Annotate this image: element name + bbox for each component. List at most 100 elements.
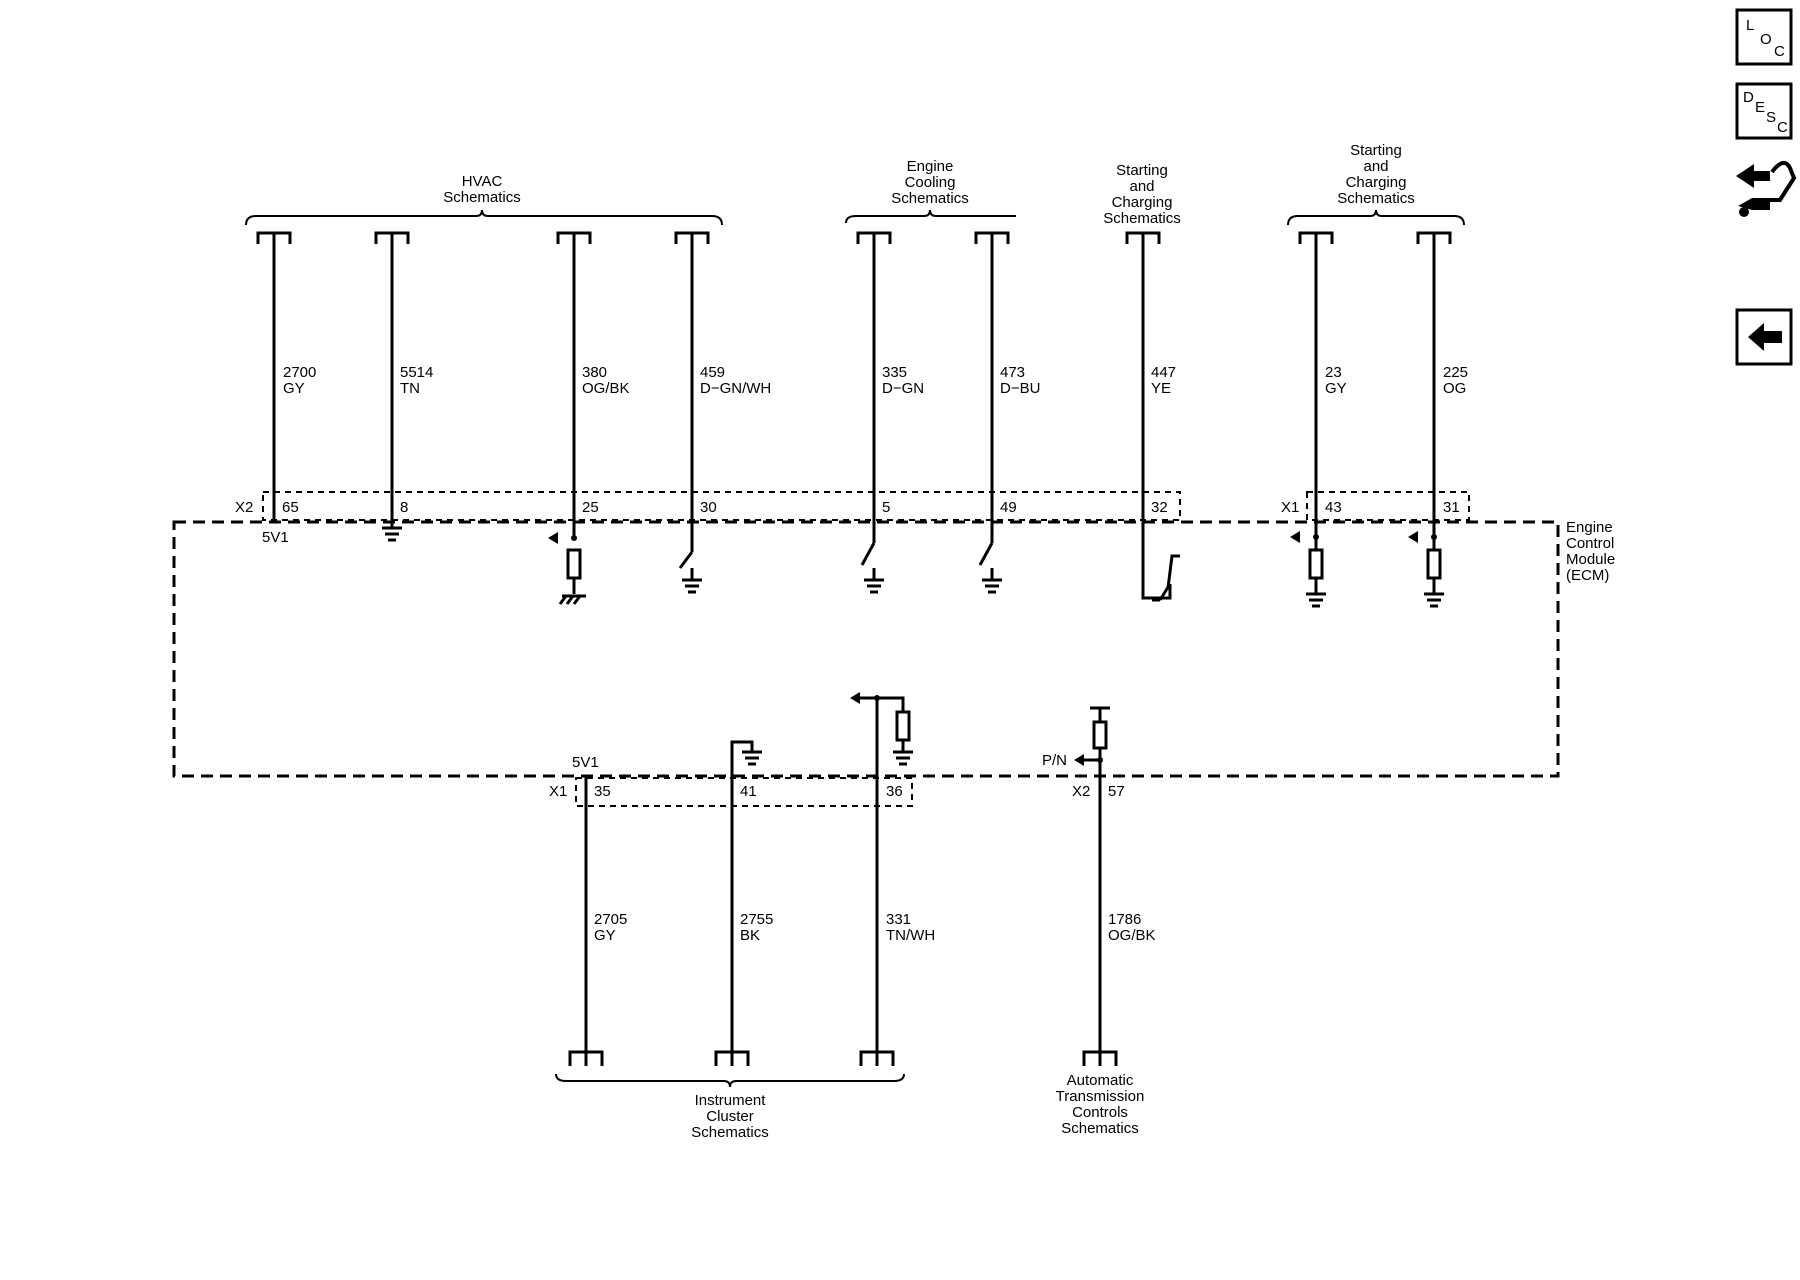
connector-x2-top: [262, 491, 1181, 521]
pin-number: 31: [1443, 499, 1460, 516]
wire-circuit-number: 2705: [594, 911, 627, 928]
pin-number: 35: [594, 783, 611, 800]
group-label-line: Automatic: [1067, 1072, 1134, 1089]
top-terminals: [256, 231, 1452, 244]
ecm-label: Engine Control Module (ECM): [1566, 519, 1615, 584]
reference-label-pn: P/N: [1042, 752, 1067, 769]
connector-label-x1: X1: [1281, 499, 1299, 516]
signal-arrow: [548, 532, 558, 544]
group-label-line: Transmission: [1056, 1088, 1145, 1105]
back-arrow-icon[interactable]: [1735, 308, 1793, 366]
wire-color-code: TN: [400, 380, 420, 397]
group-bracket: [1287, 209, 1465, 226]
desc-letter: C: [1777, 119, 1788, 136]
ground-symbol: [382, 526, 402, 542]
signal-arrow: [1408, 531, 1418, 543]
group-bracket: [555, 1073, 905, 1088]
resistor-symbol: [566, 548, 582, 580]
loc-button[interactable]: L O C: [1735, 8, 1793, 66]
ecm-module-boundary: [172, 520, 1560, 778]
module-label-line: Module: [1566, 551, 1615, 568]
group-label-line: Starting: [1116, 162, 1168, 179]
ecm-internal-bottom: 5V1 P/N: [572, 692, 1110, 806]
connector-label-x1: X1: [549, 783, 567, 800]
connector-label-x2: X2: [235, 499, 253, 516]
wire: [1141, 233, 1172, 600]
wire-color-code: OG/BK: [582, 380, 630, 397]
bottom-wire-lines: [568, 698, 1118, 1066]
automatic-transmission-schematics-group[interactable]: Automatic Transmission Controls Schemati…: [1056, 1072, 1145, 1137]
wire-circuit-number: 2700: [283, 364, 316, 381]
top-wire-labels: 2700 GY 5514 TN 380 OG/BK 459 D−GN/WH 33…: [283, 364, 1468, 397]
engine-cooling-schematics-group[interactable]: Engine Cooling Schematics: [845, 158, 1016, 224]
pin-number: 43: [1325, 499, 1342, 516]
loc-letter: C: [1774, 43, 1785, 60]
pin-number: 65: [282, 499, 299, 516]
connector-x1-top: [1306, 491, 1470, 521]
starting-charging-schematics-group-2[interactable]: Starting and Charging Schematics: [1287, 142, 1465, 226]
wire-circuit-number: 1786: [1108, 911, 1141, 928]
hvac-schematics-group[interactable]: HVAC Schematics: [245, 173, 723, 226]
supply-symbol: [1090, 706, 1110, 722]
group-label-line: Schematics: [1061, 1120, 1139, 1137]
resistor-symbol: [895, 710, 911, 742]
resistor-symbol: [1092, 720, 1108, 750]
ecm-internal-top: 5V1: [262, 526, 1444, 608]
terminal: [568, 1050, 604, 1066]
terminal: [714, 1050, 750, 1066]
starting-charging-schematics-group-1[interactable]: Starting and Charging Schematics: [1103, 162, 1181, 227]
group-label-line: Charging: [1346, 174, 1407, 191]
pin-number: 30: [700, 499, 717, 516]
switch-contact: [678, 551, 694, 569]
module-label-line: Control: [1566, 535, 1614, 552]
group-label-line: Schematics: [1103, 210, 1181, 227]
wire-color-code: OG: [1443, 380, 1466, 397]
group-label-line: Starting: [1350, 142, 1402, 159]
wire-circuit-number: 2755: [740, 911, 773, 928]
wire-circuit-number: 380: [582, 364, 607, 381]
ground-symbol: [982, 578, 1002, 594]
reference-label-5v1: 5V1: [572, 754, 599, 771]
signal-arrow: [850, 692, 860, 704]
group-label-line: Schematics: [1337, 190, 1415, 207]
wire-color-code: GY: [1325, 380, 1347, 397]
wire-color-code: OG/BK: [1108, 927, 1156, 944]
group-label-line: Cooling: [905, 174, 956, 191]
wire-color-code: TN/WH: [886, 927, 935, 944]
terminal: [859, 1050, 895, 1066]
pin-number: 25: [582, 499, 599, 516]
pin-number: 36: [886, 783, 903, 800]
instrument-cluster-schematics-group[interactable]: Instrument Cluster Schematics: [555, 1073, 905, 1141]
top-connectors: X2 X1 65 8 25 30 5 49 32 43 31: [235, 491, 1470, 521]
wire-circuit-number: 335: [882, 364, 907, 381]
junction-dot: [1431, 534, 1437, 540]
group-label-line: Instrument: [695, 1092, 767, 1109]
chassis-ground-symbol: [558, 594, 586, 605]
wire-circuit-number: 473: [1000, 364, 1025, 381]
desc-letter: S: [1766, 109, 1776, 126]
junction-dot: [1313, 534, 1319, 540]
group-bracket: [845, 209, 1016, 224]
connector-end-view-icon[interactable]: [1736, 160, 1797, 217]
wire-circuit-number: 23: [1325, 364, 1342, 381]
pin-number: 57: [1108, 783, 1125, 800]
resistor-symbol: [1426, 548, 1442, 580]
wire-color-code: YE: [1151, 380, 1171, 397]
signal-arrow: [1074, 754, 1084, 766]
group-label-line: Schematics: [443, 189, 521, 206]
wire-circuit-number: 459: [700, 364, 725, 381]
wire-color-code: GY: [594, 927, 616, 944]
pin-number: 32: [1151, 499, 1168, 516]
junction-dot: [571, 535, 577, 541]
loc-letter: O: [1760, 31, 1772, 48]
pin-number: 49: [1000, 499, 1017, 516]
connector-label-x2: X2: [1072, 783, 1090, 800]
desc-button[interactable]: D E S C: [1735, 82, 1793, 140]
pin-number: 8: [400, 499, 408, 516]
group-label-line: Charging: [1112, 194, 1173, 211]
wire-color-code: GY: [283, 380, 305, 397]
module-label-line: (ECM): [1566, 567, 1609, 584]
terminal: [1082, 1050, 1118, 1066]
ground-symbol: [1424, 592, 1444, 608]
